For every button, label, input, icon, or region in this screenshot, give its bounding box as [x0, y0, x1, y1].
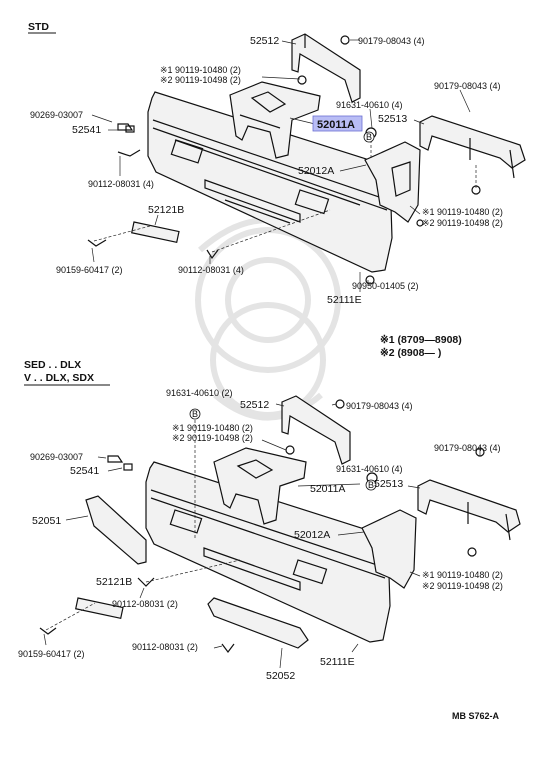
label-52541[interactable]: 52541 [72, 124, 101, 136]
section-title-v: V . . DLX, SDX [24, 372, 94, 384]
label-90112-08031[interactable]: 90112-08031 (4) [88, 179, 154, 189]
label-52012A[interactable]: 52012A [298, 165, 334, 177]
label-52121B[interactable]: 52121B [148, 204, 184, 216]
highlight-label: 52011A [317, 119, 355, 131]
label-52051[interactable]: 52051 [32, 515, 61, 527]
figure-code: MB S762-A [452, 711, 500, 721]
extension-52052 [207, 597, 309, 649]
marker-b-bottom-text: B [192, 409, 198, 419]
label-90159-60417[interactable]: 90159-60417 (2) [56, 265, 123, 275]
label-52513-b[interactable]: 52513 [374, 478, 403, 490]
label-90179-08043[interactable]: 90179-08043 (4) [358, 36, 425, 46]
bracket-52513-bottom [417, 479, 521, 541]
plate-bracket-bottom [75, 597, 124, 620]
marker-b-bottom-2 [365, 479, 377, 491]
marker-b-bottom-2-text: B [368, 480, 374, 490]
section-title-std: STD [28, 21, 49, 33]
fasteners-top [87, 35, 481, 285]
marker-b-top-text: B [366, 132, 372, 142]
reinforcement-bottom [213, 447, 307, 525]
marker-b-top [363, 131, 375, 143]
label-90112-08031-d[interactable]: 90112-08031 (2) [132, 642, 198, 652]
label-90119-10498[interactable]: ※2 90119-10498 (2) [160, 75, 241, 85]
leaders-bottom [43, 403, 481, 669]
legend-row-2: ※2 (8908— ) [380, 347, 441, 359]
label-52011A-b[interactable]: 52011A [310, 483, 345, 495]
bracket-52512-bottom [281, 395, 351, 465]
label-90119-10498-d[interactable]: ※2 90119-10498 (2) [422, 581, 503, 591]
label-90179-08043-b[interactable]: 90179-08043 (4) [346, 401, 413, 411]
side-bracket-top [364, 141, 421, 223]
label-90119-10480b[interactable]: ※1 90119-10480 (2) [422, 207, 503, 217]
marker-b-bottom [189, 408, 201, 420]
label-90112-08031b[interactable]: 90112-08031 (4) [178, 265, 244, 275]
label-52512-b[interactable]: 52512 [240, 399, 269, 411]
label-52513[interactable]: 52513 [378, 113, 407, 125]
label-52541-b[interactable]: 52541 [70, 465, 99, 477]
plate-bracket-top [131, 221, 180, 244]
label-52111E[interactable]: 52111E [327, 294, 362, 306]
label-90269-03007[interactable]: 90269-03007 [30, 110, 83, 120]
extension-52051 [85, 495, 147, 565]
reinforcement-top [229, 81, 321, 159]
label-90119-10480-c[interactable]: ※1 90119-10480 (2) [172, 423, 253, 433]
label-52121B-b[interactable]: 52121B [96, 576, 132, 588]
section-std: STD [28, 21, 526, 306]
highlight-box[interactable] [312, 115, 363, 132]
label-90119-10498b[interactable]: ※2 90119-10498 (2) [422, 218, 503, 228]
legend: ※1 (8709—8908) ※2 (8908— ) [380, 334, 462, 359]
label-52512[interactable]: 52512 [250, 35, 279, 47]
label-52012A-b[interactable]: 52012A [294, 529, 330, 541]
side-bracket-bottom [361, 509, 417, 589]
section-dlx: SED . . DLX V . . DLX, SDX [18, 359, 521, 682]
label-52052[interactable]: 52052 [266, 670, 295, 682]
label-90269-03007-b[interactable]: 90269-03007 [30, 452, 83, 462]
leaders-top [91, 39, 477, 292]
label-90119-10498-c[interactable]: ※2 90119-10498 (2) [172, 433, 253, 443]
label-90950-01405[interactable]: 90950-01405 (2) [352, 281, 419, 291]
label-90119-10480-d[interactable]: ※1 90119-10480 (2) [422, 570, 503, 580]
bumper-cover-top [147, 91, 393, 273]
legend-row-1: ※1 (8709—8908) [380, 334, 462, 346]
label-90179-08043-c[interactable]: 90179-08043 (4) [434, 443, 501, 453]
bracket-52512-top [291, 33, 361, 103]
label-90179-08043b[interactable]: 90179-08043 (4) [434, 81, 501, 91]
label-90159-60417-b[interactable]: 90159-60417 (2) [18, 649, 85, 659]
label-91631-40610[interactable]: 91631-40610 (4) [336, 100, 403, 110]
label-52111E-b[interactable]: 52111E [320, 656, 355, 668]
label-91631-40610-2[interactable]: 91631-40610 (2) [166, 388, 233, 398]
label-91631-40610-4[interactable]: 91631-40610 (4) [336, 464, 403, 474]
label-90112-08031-c[interactable]: 90112-08031 (2) [112, 599, 178, 609]
bracket-52513-top [419, 115, 526, 179]
section-title-sed: SED . . DLX [24, 359, 81, 371]
fasteners-bottom [39, 399, 485, 653]
label-90119-10480[interactable]: ※1 90119-10480 (2) [160, 65, 241, 75]
bumper-cover-bottom [145, 461, 391, 643]
